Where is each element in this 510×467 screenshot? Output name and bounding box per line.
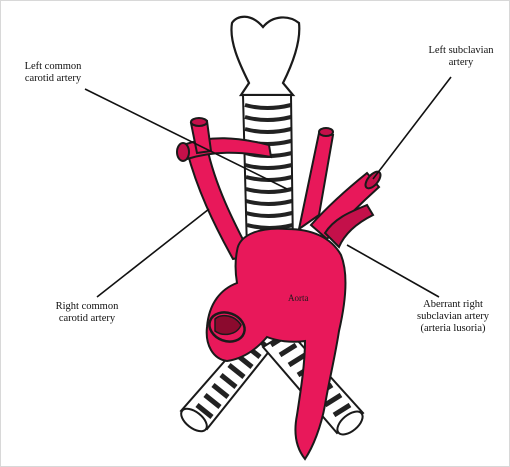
label-aberrant-right-subclavian-artery: Aberrant right subclavian artery (arteri… — [399, 299, 507, 335]
label-left-common-carotid-artery: Left common carotid artery — [5, 61, 101, 85]
trachea — [231, 17, 299, 251]
leader-right-common-carotid — [97, 209, 209, 297]
left-carotid-lumen — [319, 128, 333, 136]
larynx-cartilage — [231, 17, 299, 95]
leader-left-subclavian — [373, 77, 451, 179]
leader-aberrant-right-subclavian — [347, 245, 439, 297]
aorta-label: Aorta — [288, 293, 309, 303]
right-carotid-stub-lumen — [177, 143, 189, 161]
label-left-subclavian-artery: Left subclavian artery — [413, 45, 509, 69]
label-right-common-carotid-artery: Right common carotid artery — [39, 301, 135, 325]
right-carotid-upper-lumen — [191, 118, 207, 126]
